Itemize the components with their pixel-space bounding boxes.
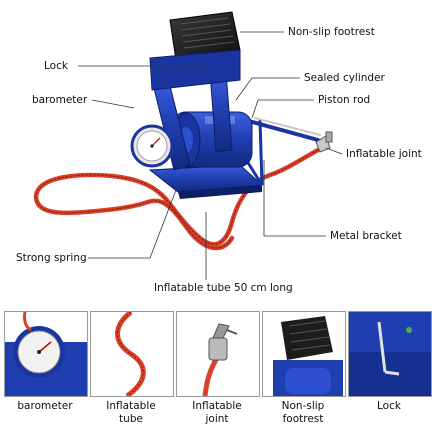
caption-line1: Inflatable <box>106 400 156 412</box>
label-sealed-cylinder: Sealed cylinder <box>304 72 385 84</box>
thumbnail-lock <box>348 311 432 397</box>
caption-line2: joint <box>205 413 229 425</box>
label-strong-spring: Strong spring <box>16 252 87 264</box>
thumbnail-barometer <box>4 311 88 397</box>
caption-line2: footrest <box>282 413 324 425</box>
footrest-closeup <box>273 316 343 396</box>
barometer-closeup <box>5 312 87 396</box>
label-inflatable-tube: Inflatable tube 50 cm long <box>154 282 293 294</box>
caption-line1: Non-slip <box>281 400 325 412</box>
caption-lock: Lock <box>344 400 434 413</box>
thumbnail-nonslip-footrest <box>262 311 346 397</box>
caption-line1: barometer <box>17 400 73 412</box>
caption-line1: Inflatable <box>192 400 242 412</box>
label-piston-rod: Piston rod <box>318 94 371 106</box>
joint-closeup <box>202 323 238 396</box>
label-metal-bracket: Metal bracket <box>330 230 402 242</box>
label-inflatable-joint: Inflatable joint <box>346 148 422 160</box>
tube-closeup <box>115 312 146 396</box>
label-nonslip-footrest: Non-slip footrest <box>288 26 375 38</box>
caption-nonslip-footrest: Non-slip footrest <box>258 400 348 426</box>
lock-closeup <box>349 312 431 396</box>
label-lock: Lock <box>44 60 68 72</box>
label-barometer: barometer <box>32 94 88 106</box>
caption-barometer: barometer <box>0 400 90 413</box>
foot-pump-illustration <box>33 11 343 280</box>
thumbnail-inflatable-joint <box>176 311 260 397</box>
piston-rod <box>243 118 320 142</box>
thumbnail-inflatable-tube <box>90 311 174 397</box>
caption-inflatable-tube: Inflatable tube <box>86 400 176 426</box>
caption-inflatable-joint: Inflatable joint <box>172 400 262 426</box>
caption-line2: tube <box>119 413 143 425</box>
caption-line1: Lock <box>377 400 401 412</box>
